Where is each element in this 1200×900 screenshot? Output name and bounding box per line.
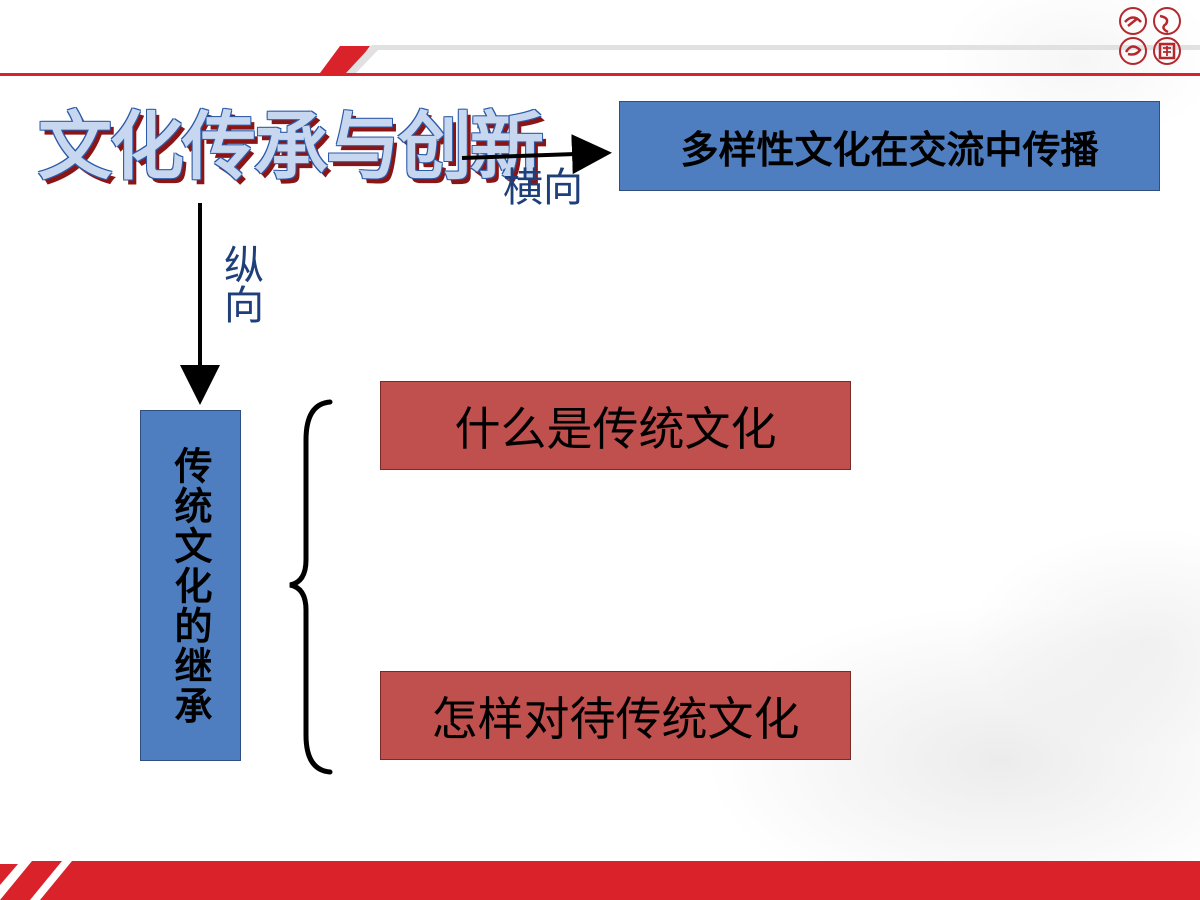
curly-brace [289, 399, 333, 775]
horizontal-label: 横向 [503, 165, 583, 211]
diversity-box: 多样性文化在交流中传播 [619, 101, 1160, 191]
vertical-label: 纵向 [217, 244, 263, 324]
how-to-treat-traditional-culture-box: 怎样对待传统文化 [380, 671, 851, 760]
horizontal-arrow [461, 134, 612, 175]
seal-icon [1119, 7, 1181, 65]
bottom-decor-band [0, 861, 1200, 900]
what-is-traditional-culture-box: 什么是传统文化 [380, 381, 851, 470]
top-decor-band [0, 45, 1200, 76]
tradition-inheritance-box: 传统文化的继承 [140, 410, 241, 761]
main-title: 文化传承与创新 [38, 104, 544, 190]
